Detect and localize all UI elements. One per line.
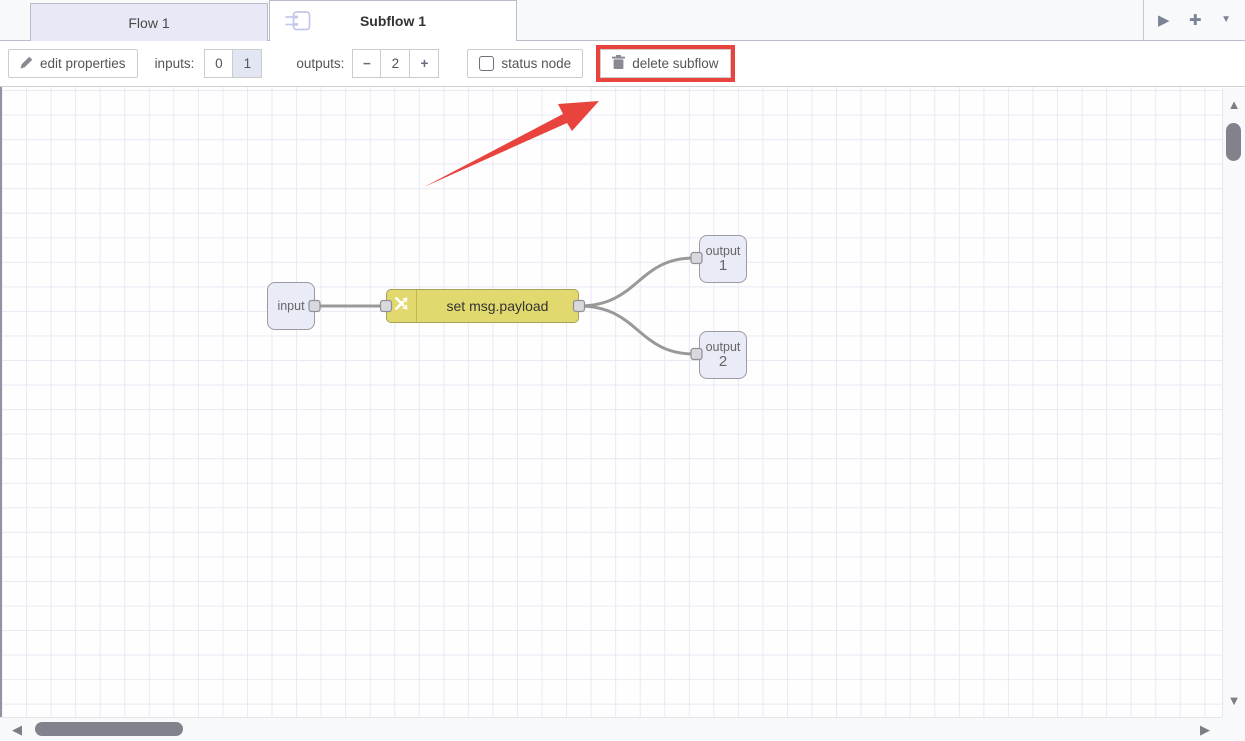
- edit-properties-label: edit properties: [40, 56, 126, 71]
- status-node-label: status node: [501, 56, 572, 71]
- horizontal-scrollbar[interactable]: ◀ ▶: [0, 717, 1222, 741]
- subflow-toolbar: edit properties inputs: 0 1 outputs: − 2…: [0, 41, 1245, 87]
- trash-icon: [612, 55, 626, 72]
- horizontal-scrollbar-thumb[interactable]: [35, 722, 183, 736]
- subflow-icon: [284, 11, 311, 34]
- inputs-option-0[interactable]: 0: [204, 49, 234, 78]
- wire-change-to-output-2[interactable]: [577, 304, 696, 356]
- delete-subflow-label: delete subflow: [632, 56, 719, 71]
- output-2-number: 2: [718, 353, 728, 370]
- status-node-checkbox[interactable]: [479, 56, 495, 71]
- outputs-value: 2: [381, 49, 411, 78]
- output-2-label: output: [705, 340, 741, 354]
- outputs-label: outputs:: [296, 56, 345, 71]
- pencil-icon: [20, 56, 33, 72]
- scroll-down-icon[interactable]: ▼: [1227, 693, 1241, 708]
- subflow-input-node[interactable]: input: [267, 282, 315, 330]
- wires-and-annotation-layer: [308, 101, 703, 361]
- outputs-stepper: − 2 +: [352, 49, 440, 78]
- outputs-increase-button[interactable]: +: [410, 49, 440, 78]
- change-node-icon-box: [387, 290, 417, 322]
- output-1-number: 1: [718, 257, 728, 274]
- subflow-output-1-node[interactable]: output 1: [699, 235, 747, 283]
- inputs-label: inputs:: [154, 56, 195, 71]
- shuffle-icon: [392, 294, 411, 318]
- add-flow-icon[interactable]: ✚: [1189, 11, 1202, 29]
- subflow-output-2-node[interactable]: output 2: [699, 331, 747, 379]
- scroll-right-icon[interactable]: ▶: [1200, 722, 1210, 737]
- delete-subflow-highlight-box: delete subflow: [596, 45, 735, 82]
- scroll-up-icon[interactable]: ▲: [1227, 97, 1241, 112]
- tab-flow-1-label: Flow 1: [128, 14, 170, 31]
- change-node-set-msg-payload[interactable]: set msg.payload: [386, 289, 579, 323]
- status-node-button[interactable]: status node: [467, 49, 584, 78]
- subflow-input-node-label: input: [277, 299, 305, 313]
- tab-flow-1[interactable]: Flow 1: [30, 3, 268, 41]
- scrollbar-corner: [1222, 717, 1245, 741]
- vertical-scrollbar[interactable]: ▲ ▼: [1222, 88, 1245, 717]
- change-node-label: set msg.payload: [446, 298, 549, 314]
- flow-menu-dropdown-icon[interactable]: ▼: [1221, 14, 1231, 25]
- edit-properties-button[interactable]: edit properties: [8, 49, 138, 78]
- tab-bar-actions: ▶ ✚ ▼: [1143, 0, 1245, 40]
- annotation-arrow: [424, 101, 599, 187]
- vertical-scrollbar-thumb[interactable]: [1226, 123, 1241, 161]
- tab-subflow-1-label: Subflow 1: [359, 13, 427, 29]
- scroll-left-icon[interactable]: ◀: [12, 722, 22, 737]
- delete-subflow-button[interactable]: delete subflow: [600, 49, 731, 78]
- inputs-option-1[interactable]: 1: [233, 49, 263, 78]
- tab-subflow-1[interactable]: Subflow 1: [269, 0, 517, 41]
- output-1-label: output: [705, 244, 741, 258]
- reveal-tabs-icon[interactable]: ▶: [1158, 11, 1170, 29]
- flow-canvas[interactable]: input set msg.payload output 1 output: [0, 87, 1222, 717]
- inputs-toggle: 0 1: [204, 49, 263, 78]
- wire-change-to-output-1[interactable]: [577, 256, 696, 308]
- outputs-decrease-button[interactable]: −: [352, 49, 382, 78]
- workspace-tab-bar: Flow 1 Subflow 1 ▶ ✚ ▼: [0, 0, 1245, 41]
